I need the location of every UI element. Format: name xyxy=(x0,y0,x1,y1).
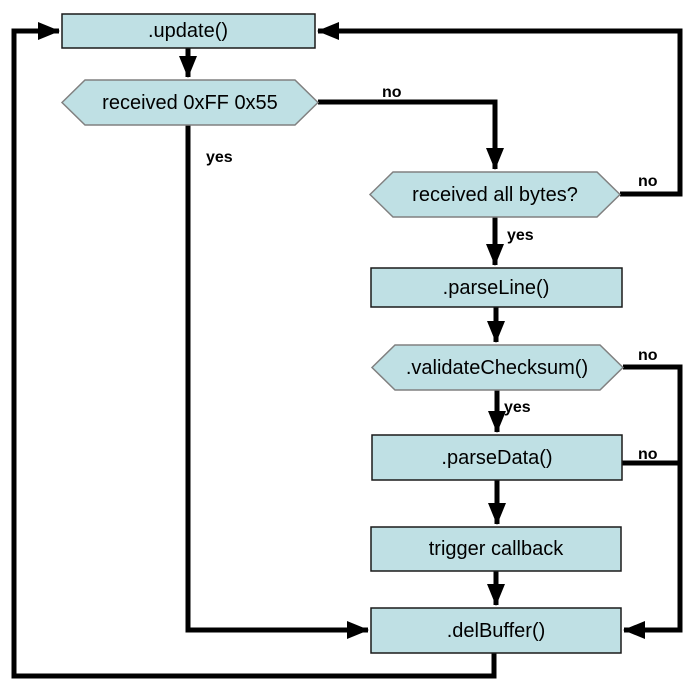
node-received-all-bytes-shape xyxy=(368,171,622,218)
node-trigger-callback-label: trigger callback xyxy=(429,538,565,560)
node-validate-checksum-label: .validateChecksum() xyxy=(406,357,588,379)
node-validate-checksum: .validateChecksum() xyxy=(370,344,625,391)
node-update: .update() xyxy=(61,13,316,49)
node-parse-data-label: .parseData() xyxy=(441,447,552,469)
node-del-buffer-shape xyxy=(370,607,622,654)
node-trigger-callback-shape xyxy=(370,526,622,572)
node-update-label: .update() xyxy=(148,20,228,42)
node-received-all-bytes: received all bytes? xyxy=(368,171,622,218)
node-received-header: received 0xFF 0x55 xyxy=(60,79,320,126)
edge-label-received-all-bytes-no: no xyxy=(638,173,658,190)
node-received-header-label: received 0xFF 0x55 xyxy=(102,92,278,114)
node-del-buffer: .delBuffer() xyxy=(370,607,622,654)
edge-label-parse-data-no: no xyxy=(638,446,658,463)
node-validate-checksum-shape xyxy=(370,344,625,391)
node-parse-line: .parseLine() xyxy=(370,267,623,308)
edge-received-header-yes xyxy=(185,125,369,639)
node-parse-line-label: .parseLine() xyxy=(443,277,550,299)
edge-label-received-all-bytes-yes: yes xyxy=(507,227,534,244)
edge-received-header-no xyxy=(318,99,504,170)
node-trigger-callback: trigger callback xyxy=(370,526,622,572)
edge-validate-checksum-no xyxy=(623,364,683,639)
node-received-all-bytes-label: received all bytes? xyxy=(412,184,578,206)
edge-label-validate-checksum-yes: yes xyxy=(504,399,531,416)
edge-label-received-header-no: no xyxy=(382,84,402,101)
node-parse-data-shape xyxy=(371,434,623,481)
node-received-header-shape xyxy=(60,79,320,126)
node-parse-line-shape xyxy=(370,267,623,308)
edge-received-all-bytes-no xyxy=(317,22,683,197)
node-update-shape xyxy=(61,13,316,49)
node-del-buffer-label: .delBuffer() xyxy=(447,620,546,642)
edge-label-received-header-yes: yes xyxy=(206,149,233,166)
node-parse-data: .parseData() xyxy=(371,434,623,481)
edge-del-buffer-to-update xyxy=(11,22,497,679)
edge-label-validate-checksum-no: no xyxy=(638,347,658,364)
